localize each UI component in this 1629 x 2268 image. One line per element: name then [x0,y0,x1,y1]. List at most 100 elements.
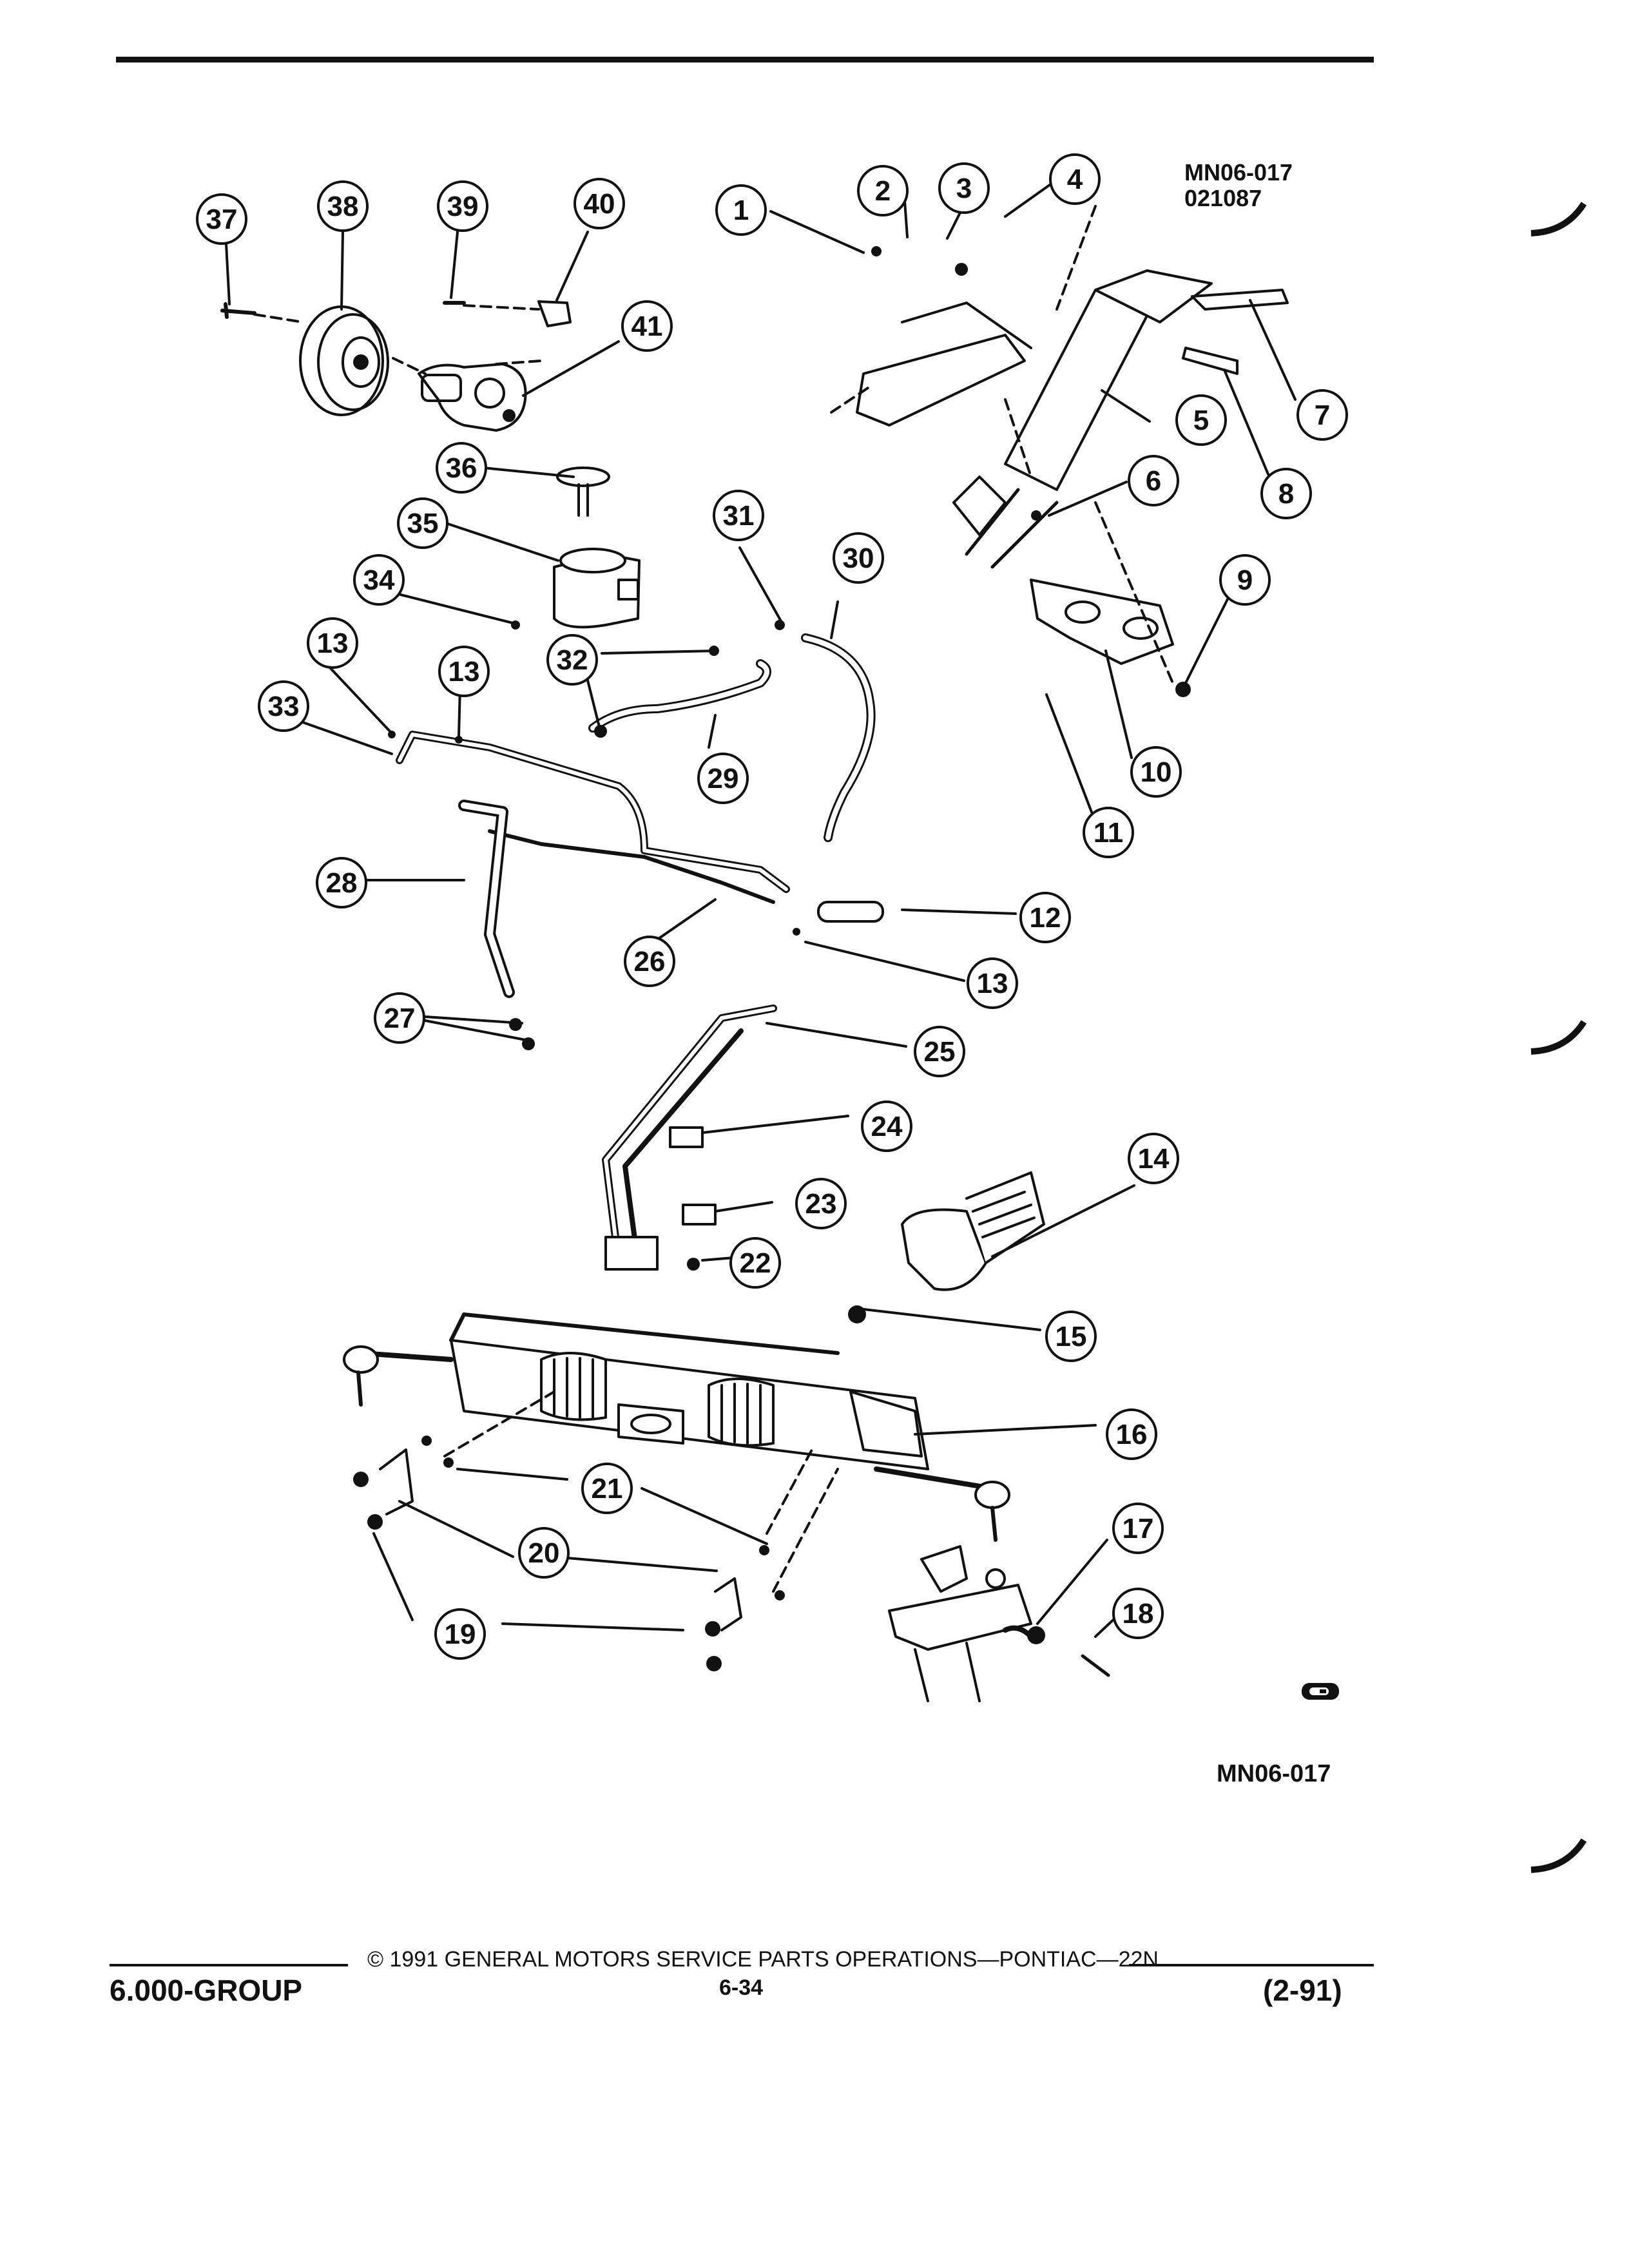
callout-circle [857,165,909,216]
footer-rule-left [110,1964,348,1966]
callout-33: 33 [258,680,309,732]
callout-30: 30 [833,532,884,584]
callout-number: 21 [592,1473,623,1504]
callout-number: 22 [740,1247,771,1279]
callout-circle [1260,468,1312,519]
binder-mark-icon [1530,202,1587,236]
callout-number: 5 [1193,405,1209,436]
callout-13c: 13 [967,957,1018,1009]
callout-number: 38 [327,191,359,222]
callout-circle [1219,554,1271,606]
callout-7: 7 [1296,389,1348,441]
callout-14: 14 [1128,1133,1179,1184]
callout-35: 35 [397,497,448,549]
callout-circle [438,646,490,697]
callout-16: 16 [1106,1408,1157,1460]
callout-32: 32 [546,634,598,686]
revision-label: (2-91) [1263,1974,1342,2007]
callout-6: 6 [1128,455,1179,506]
callout-number: 35 [407,508,439,539]
callout-22: 22 [729,1237,781,1289]
callout-31: 31 [713,490,764,541]
callout-13a: 13 [307,617,358,669]
callout-circle [715,184,767,236]
callout-13b: 13 [438,646,490,697]
callout-23: 23 [795,1178,847,1229]
callout-39: 39 [437,180,488,232]
callout-circle [1296,389,1348,441]
callout-number: 10 [1141,756,1172,788]
footer-rule-right [1129,1964,1374,1966]
callout-number: 40 [584,188,615,220]
callout-circle [374,992,425,1044]
callout-number: 6 [1146,465,1161,497]
callout-number: 16 [1116,1419,1148,1450]
callout-number: 9 [1237,564,1253,596]
callout-circle [546,634,598,686]
callout-number: 18 [1123,1598,1154,1629]
callout-circle [258,680,309,732]
callout-circle [938,162,990,214]
callout-circle [397,497,448,549]
callout-circle [861,1100,912,1152]
callout-2: 2 [857,165,909,216]
callout-12: 12 [1019,892,1071,943]
diagram-reference-top: MN06-017 021087 [1184,160,1293,211]
callout-5: 5 [1175,394,1227,446]
callout-number: 4 [1067,164,1083,195]
callout-38: 38 [317,180,369,232]
callout-circle [574,178,625,229]
callout-number: 32 [557,644,588,676]
callout-circle [967,957,1018,1009]
callout-number: 15 [1055,1321,1087,1352]
callout-circle [833,532,884,584]
callout-28: 28 [316,857,367,908]
callout-number: 25 [924,1036,956,1068]
callout-number: 26 [634,946,666,977]
callout-circle [1106,1408,1157,1460]
callout-26: 26 [624,936,675,987]
callout-circle [624,936,675,987]
callout-circle [1045,1311,1097,1362]
callout-34: 34 [353,554,405,606]
callout-circle [518,1527,570,1579]
callout-circle [353,554,405,606]
page-number: 6-34 [719,1975,764,2000]
callout-4: 4 [1049,153,1101,205]
callout-circle [621,300,673,352]
steering-column-drawing [952,269,1289,569]
callout-number: 11 [1094,817,1124,849]
callout-8: 8 [1260,468,1312,519]
diagram-ref-date: 021087 [1184,185,1262,211]
pump-pulley-drawing [299,305,389,416]
binder-mark-icon [1530,1838,1587,1873]
callout-number: 13 [977,968,1008,999]
callout-25: 25 [914,1026,965,1077]
gm-logo-icon [1302,1683,1339,1700]
power-steering-pump-drawing [418,363,527,432]
callout-17: 17 [1112,1503,1164,1554]
intermediate-shaft-drawing [901,1171,1045,1291]
callout-circle [713,490,764,541]
callout-circle [317,180,369,232]
callout-number: 39 [447,191,479,222]
callout-27: 27 [374,992,425,1044]
callout-41: 41 [621,300,673,352]
callout-circle [1128,1133,1179,1184]
callout-number: 41 [631,311,663,342]
callout-number: 8 [1278,478,1294,510]
callout-37: 37 [196,193,247,245]
callout-number: 13 [317,628,349,659]
callout-number: 13 [448,656,480,687]
callout-10: 10 [1130,746,1182,798]
callout-18: 18 [1112,1588,1164,1639]
rack-and-pinion-drawing [449,1312,929,1470]
callout-circle [1175,394,1227,446]
steering-knuckle-drawing [888,1545,1032,1702]
callout-number: 14 [1138,1143,1170,1175]
callout-circle [1130,746,1182,798]
callout-number: 31 [723,500,755,532]
callout-24: 24 [861,1100,912,1152]
